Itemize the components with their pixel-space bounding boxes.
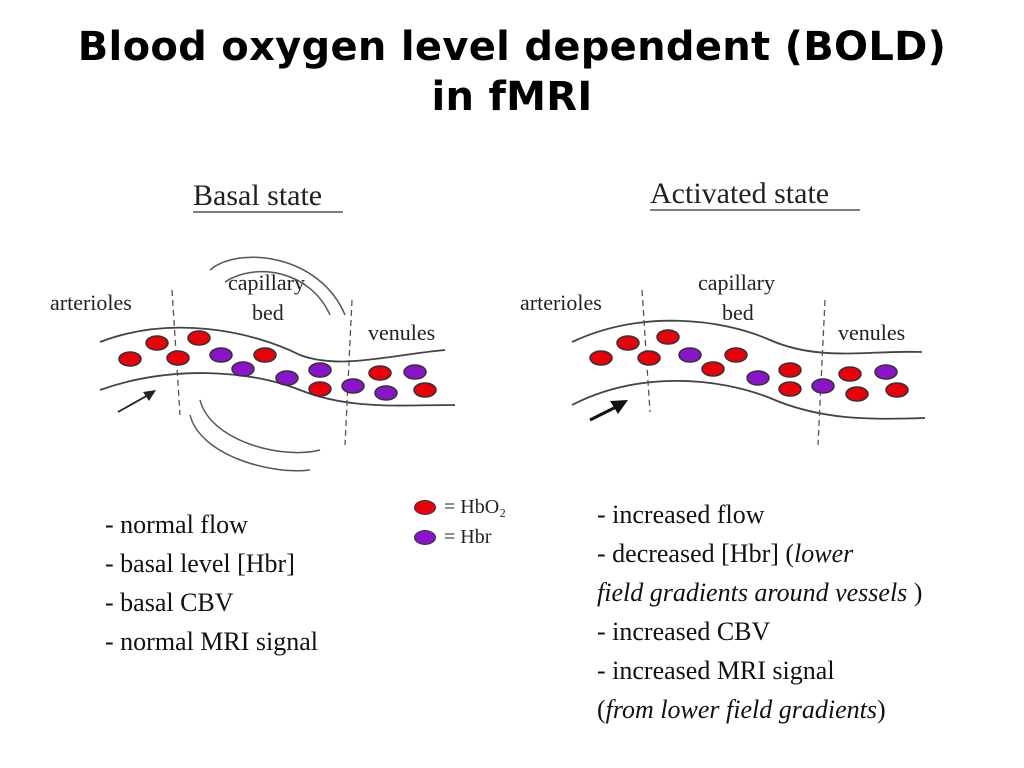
activated-hbo2-cell (778, 381, 802, 397)
activated-bullet-gradients-close: ) (907, 578, 923, 607)
basal-heading: Basal state (193, 179, 322, 212)
activated-venule-divider (817, 299, 826, 446)
activated-hbo2-cell (724, 347, 748, 363)
basal-hbr-cell (231, 361, 255, 377)
basal-hbo2-cell (145, 335, 169, 351)
basal-hbo2-cell (187, 330, 211, 346)
activated-bullet-hbr: - decreased [Hbr] (lower (597, 534, 922, 573)
basal-bullet: - basal level [Hbr] (105, 549, 295, 578)
activated-bullet-cbv: - increased CBV (597, 617, 771, 646)
activated-capillary-label: capillary (698, 270, 775, 295)
activated-bullet-gradients-italic: field gradients around vessels (597, 578, 908, 607)
legend-hbo2: = HbO₂ (414, 492, 506, 522)
basal-arterioles-label: arterioles (50, 290, 132, 315)
legend-hbr: = Hbr (414, 522, 506, 552)
activated-bullet-hbr-italic: lower (794, 539, 854, 568)
activated-hbo2-cell (838, 366, 862, 382)
basal-hbr-cell (308, 362, 332, 378)
title-line-1: Blood oxygen level dependent (BOLD) (77, 24, 947, 70)
activated-bullets: - increased flow - decreased [Hbr] (lowe… (597, 495, 922, 729)
page-title: Blood oxygen level dependent (BOLD) in f… (0, 22, 1024, 122)
basal-hbo2-cell (166, 350, 190, 366)
activated-bullet-reason-close: ) (876, 695, 886, 724)
basal-arc-bottom-2 (189, 414, 311, 472)
basal-flow-arrow-head (143, 390, 156, 401)
activated-bullet-flow: - increased flow (597, 500, 765, 529)
hbr-swatch-icon (414, 529, 436, 545)
basal-hbr-cell (341, 378, 365, 394)
activated-bullet-reason: (from lower field gradients) (597, 690, 922, 729)
activated-heading: Activated state (650, 177, 829, 210)
activated-bullet-reason-italic: from lower field gradients (605, 695, 877, 724)
basal-hbo2-cell (413, 382, 437, 398)
hbo2-swatch-icon (414, 499, 436, 515)
activated-hbo2-cell (637, 350, 661, 366)
legend-hbo2-label: = HbO₂ (444, 496, 507, 518)
basal-vessel-top-wall (99, 326, 446, 363)
activated-bullet-hbr-text: - decreased [Hbr] ( (597, 539, 795, 568)
basal-hbr-cell (374, 385, 398, 401)
activated-hbr-cell (811, 378, 835, 394)
activated-arterioles-label: arterioles (520, 290, 602, 315)
activated-venules-label: venules (838, 320, 905, 345)
activated-bed-label: bed (722, 300, 754, 325)
cell-legend: = HbO₂ = Hbr (414, 492, 506, 552)
basal-bullet: - basal CBV (105, 588, 234, 617)
basal-bullet: - normal flow (105, 510, 248, 539)
basal-bullets: - normal flow - basal level [Hbr] - basa… (105, 505, 318, 661)
basal-hbo2-cell (253, 347, 277, 363)
activated-hbr-cell (678, 347, 702, 363)
activated-vessel-top-wall (571, 319, 923, 355)
activated-hbr-cell (746, 370, 770, 386)
basal-hbo2-cell (118, 351, 142, 367)
basal-hbr-cell (209, 347, 233, 363)
activated-bullet-reason-open: ( (597, 695, 606, 724)
basal-bed-label: bed (252, 300, 284, 325)
basal-capillary-label: capillary (228, 270, 305, 295)
activated-hbr-cell (874, 364, 898, 380)
basal-vessel-bottom-wall (99, 372, 456, 407)
activated-hbo2-cell (885, 382, 909, 398)
basal-hbo2-cell (368, 365, 392, 381)
activated-flow-arrow-shaft (589, 404, 619, 422)
activated-hbo2-cell (701, 361, 725, 377)
basal-venules-label: venules (368, 320, 435, 345)
title-line-2: in fMRI (431, 74, 593, 120)
basal-venule-divider (344, 299, 353, 446)
activated-hbo2-cell (778, 362, 802, 378)
basal-flow-arrow-shaft (117, 393, 151, 413)
legend-hbr-label: = Hbr (444, 526, 492, 548)
basal-arc-top-1 (209, 256, 346, 316)
activated-bullet-signal: - increased MRI signal (597, 656, 835, 685)
activated-hbo2-cell (616, 335, 640, 351)
basal-bullet: - normal MRI signal (105, 627, 319, 656)
basal-arc-bottom-1 (199, 399, 321, 454)
activated-flow-arrow-head (610, 400, 628, 414)
basal-hbr-cell (403, 364, 427, 380)
activated-hbo2-cell (589, 350, 613, 366)
activated-vessel-bottom-wall (571, 380, 926, 420)
basal-hbr-cell (275, 370, 299, 386)
basal-arc-top-2 (224, 270, 331, 316)
activated-hbo2-cell (845, 386, 869, 402)
activated-hbo2-cell (656, 329, 680, 345)
activated-bullet-gradients: field gradients around vessels ) (597, 573, 922, 612)
basal-hbo2-cell (308, 381, 332, 397)
